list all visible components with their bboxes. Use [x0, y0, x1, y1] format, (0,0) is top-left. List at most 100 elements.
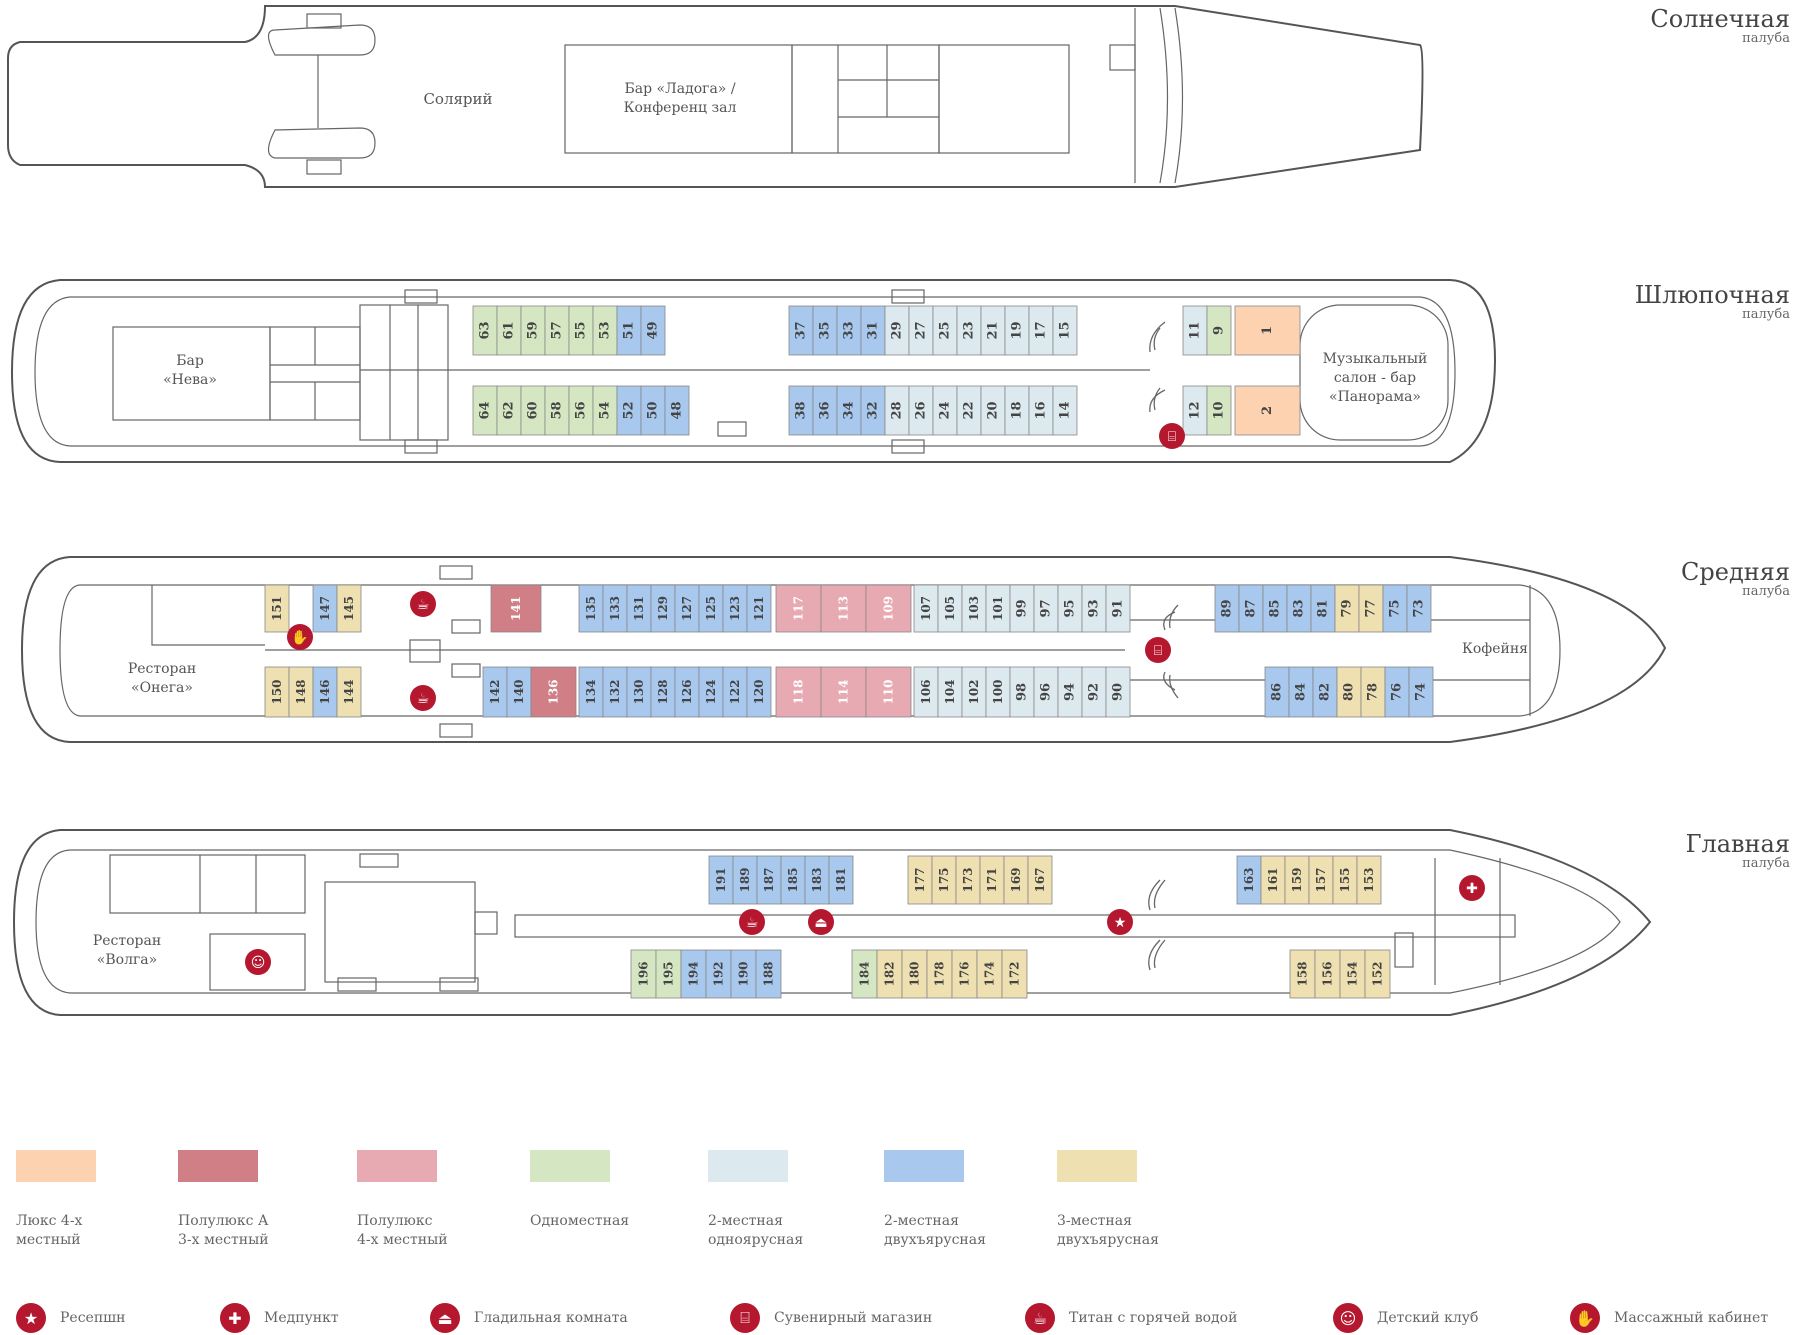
cabin-131[interactable]: 131 [626, 584, 652, 633]
cabin-177[interactable]: 177 [907, 855, 933, 905]
cabin-77[interactable]: 77 [1358, 584, 1384, 633]
cabin-109[interactable]: 109 [865, 584, 912, 633]
cabin-32[interactable]: 32 [860, 385, 886, 436]
cabin-94[interactable]: 94 [1057, 666, 1083, 718]
cabin-89[interactable]: 89 [1214, 584, 1240, 633]
cabin-102[interactable]: 102 [961, 666, 987, 718]
cabin-180[interactable]: 180 [901, 949, 928, 999]
cabin-190[interactable]: 190 [730, 949, 757, 999]
cabin-192[interactable]: 192 [705, 949, 732, 999]
cabin-97[interactable]: 97 [1033, 584, 1059, 633]
cabin-49[interactable]: 49 [640, 305, 666, 356]
cabin-21[interactable]: 21 [980, 305, 1006, 356]
cabin-135[interactable]: 135 [578, 584, 604, 633]
cabin-50[interactable]: 50 [640, 385, 666, 436]
cabin-117[interactable]: 117 [775, 584, 822, 633]
cabin-104[interactable]: 104 [937, 666, 963, 718]
cabin-78[interactable]: 78 [1360, 666, 1386, 718]
kids-club-icon[interactable]: ☺ [245, 949, 271, 975]
cabin-37[interactable]: 37 [788, 305, 814, 356]
cabin-146[interactable]: 146 [312, 666, 338, 718]
cabin-28[interactable]: 28 [884, 385, 910, 436]
cabin-134[interactable]: 134 [578, 666, 604, 718]
cabin-136[interactable]: 136 [530, 666, 577, 718]
cabin-151[interactable]: 151 [264, 584, 290, 633]
cabin-62[interactable]: 62 [496, 385, 522, 436]
cabin-120[interactable]: 120 [746, 666, 772, 718]
iron-icon[interactable]: ⏏ [808, 909, 834, 935]
cabin-33[interactable]: 33 [836, 305, 862, 356]
cabin-169[interactable]: 169 [1003, 855, 1029, 905]
star-icon[interactable]: ★ [1107, 909, 1133, 935]
cabin-188[interactable]: 188 [755, 949, 782, 999]
cabin-105[interactable]: 105 [937, 584, 963, 633]
cabin-126[interactable]: 126 [674, 666, 700, 718]
cabin-87[interactable]: 87 [1238, 584, 1264, 633]
cabin-121[interactable]: 121 [746, 584, 772, 633]
cabin-144[interactable]: 144 [336, 666, 362, 718]
cabin-103[interactable]: 103 [961, 584, 987, 633]
cabin-48[interactable]: 48 [664, 385, 690, 436]
cabin-176[interactable]: 176 [951, 949, 978, 999]
cabin-153[interactable]: 153 [1356, 855, 1382, 905]
cabin-106[interactable]: 106 [913, 666, 939, 718]
cabin-130[interactable]: 130 [626, 666, 652, 718]
cabin-83[interactable]: 83 [1286, 584, 1312, 633]
cabin-110[interactable]: 110 [865, 666, 912, 718]
cabin-178[interactable]: 178 [926, 949, 953, 999]
cabin-76[interactable]: 76 [1384, 666, 1410, 718]
cabin-93[interactable]: 93 [1081, 584, 1107, 633]
cabin-79[interactable]: 79 [1334, 584, 1360, 633]
cabin-17[interactable]: 17 [1028, 305, 1054, 356]
cabin-118[interactable]: 118 [775, 666, 822, 718]
cabin-132[interactable]: 132 [602, 666, 628, 718]
cabin-27[interactable]: 27 [908, 305, 934, 356]
kettle-icon[interactable]: ☕ [410, 685, 436, 711]
cabin-184[interactable]: 184 [851, 949, 878, 999]
cabin-157[interactable]: 157 [1308, 855, 1334, 905]
cabin-53[interactable]: 53 [592, 305, 618, 356]
cabin-15[interactable]: 15 [1052, 305, 1078, 356]
cabin-163[interactable]: 163 [1236, 855, 1262, 905]
cabin-74[interactable]: 74 [1408, 666, 1434, 718]
cabin-145[interactable]: 145 [336, 584, 362, 633]
cabin-64[interactable]: 64 [472, 385, 498, 436]
cabin-75[interactable]: 75 [1382, 584, 1408, 633]
cabin-25[interactable]: 25 [932, 305, 958, 356]
cabin-183[interactable]: 183 [804, 855, 830, 905]
cabin-156[interactable]: 156 [1314, 949, 1341, 999]
cabin-54[interactable]: 54 [592, 385, 618, 436]
cabin-29[interactable]: 29 [884, 305, 910, 356]
cabin-123[interactable]: 123 [722, 584, 748, 633]
kettle-icon[interactable]: ☕ [739, 909, 765, 935]
cabin-128[interactable]: 128 [650, 666, 676, 718]
kettle-icon[interactable]: ☕ [410, 591, 436, 617]
cabin-122[interactable]: 122 [722, 666, 748, 718]
cabin-98[interactable]: 98 [1009, 666, 1035, 718]
medical-cross-icon[interactable]: ✚ [1459, 875, 1485, 901]
cabin-196[interactable]: 196 [630, 949, 657, 999]
cabin-31[interactable]: 31 [860, 305, 886, 356]
massage-hand-icon[interactable]: ✋ [287, 624, 313, 650]
cabin-107[interactable]: 107 [913, 584, 939, 633]
cabin-195[interactable]: 195 [655, 949, 682, 999]
cabin-148[interactable]: 148 [288, 666, 314, 718]
cabin-194[interactable]: 194 [680, 949, 707, 999]
cabin-187[interactable]: 187 [756, 855, 782, 905]
cabin-142[interactable]: 142 [482, 666, 508, 718]
cabin-127[interactable]: 127 [674, 584, 700, 633]
cabin-140[interactable]: 140 [506, 666, 532, 718]
cabin-155[interactable]: 155 [1332, 855, 1358, 905]
cabin-99[interactable]: 99 [1009, 584, 1035, 633]
cabin-20[interactable]: 20 [980, 385, 1006, 436]
cabin-100[interactable]: 100 [985, 666, 1011, 718]
cabin-84[interactable]: 84 [1288, 666, 1314, 718]
cabin-159[interactable]: 159 [1284, 855, 1310, 905]
cabin-85[interactable]: 85 [1262, 584, 1288, 633]
cabin-57[interactable]: 57 [544, 305, 570, 356]
cabin-129[interactable]: 129 [650, 584, 676, 633]
cabin-90[interactable]: 90 [1105, 666, 1131, 718]
cabin-113[interactable]: 113 [820, 584, 867, 633]
cabin-61[interactable]: 61 [496, 305, 522, 356]
cabin-171[interactable]: 171 [979, 855, 1005, 905]
